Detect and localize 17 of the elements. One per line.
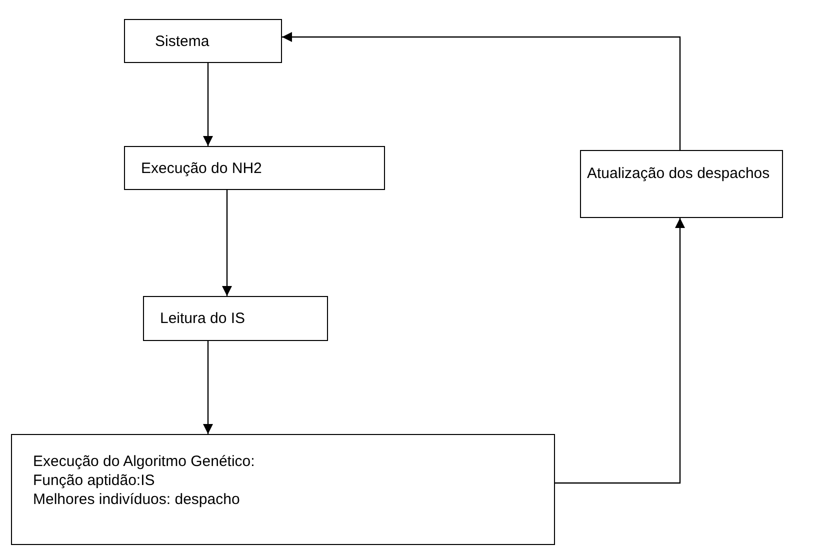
process-box [124,146,385,190]
arrow [203,63,213,146]
arrow [222,190,232,296]
box-text: Função aptidão:IS [33,471,156,490]
box-text: Leitura do IS [160,309,246,328]
box-text: Atualização dos despachos [587,164,771,183]
arrow [282,32,681,150]
box-text: Sistema [155,32,210,51]
arrow [203,341,213,434]
box-text: Melhores indivíduos: despacho [33,490,241,509]
process-box [124,19,282,63]
process-box [11,434,555,545]
process-box [143,296,328,341]
box-text: Execução do Algoritmo Genético: [33,452,256,471]
box-text: Execução do NH2 [141,159,263,178]
arrow [555,218,685,484]
process-box [580,150,783,218]
